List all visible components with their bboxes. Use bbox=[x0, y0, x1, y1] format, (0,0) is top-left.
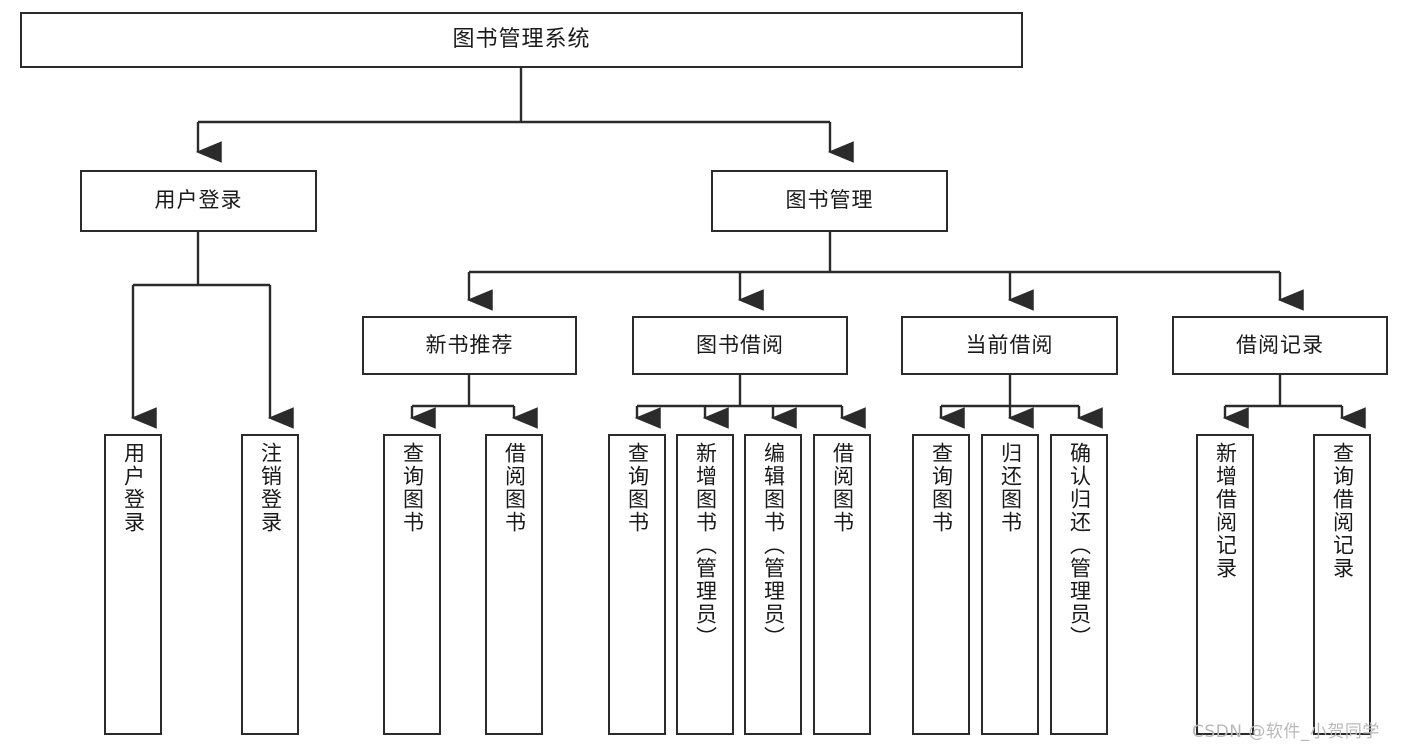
node-label: 图书管理 bbox=[785, 188, 874, 213]
node-label: 归还图书 bbox=[998, 442, 1023, 534]
node-label: 新增借阅记录 bbox=[1213, 442, 1238, 580]
node-label: 查询图书 bbox=[400, 442, 425, 534]
node-leaf-logout-login[interactable]: 注销登录 bbox=[241, 434, 299, 735]
csdn-watermark: CSDN @软件_小贺同学 bbox=[1192, 722, 1380, 742]
node-label: 当前借阅 bbox=[965, 332, 1054, 357]
node-current-borrow[interactable]: 当前借阅 bbox=[901, 316, 1118, 375]
node-leaf-borrow-book-2[interactable]: 借阅图书 bbox=[813, 434, 871, 735]
node-label: 借阅记录 bbox=[1236, 332, 1324, 357]
node-leaf-query-book-3[interactable]: 查询图书 bbox=[912, 434, 970, 735]
node-label: 注销登录 bbox=[258, 442, 283, 534]
node-leaf-user-login[interactable]: 用户登录 bbox=[104, 434, 162, 735]
node-label: 查询图书 bbox=[625, 442, 650, 534]
node-label: 新增图书（管理员） bbox=[693, 442, 718, 649]
node-label: 确认归还（管理员） bbox=[1067, 442, 1092, 649]
node-leaf-borrow-book-1[interactable]: 借阅图书 bbox=[485, 434, 543, 735]
node-label: 用户登录 bbox=[121, 442, 146, 534]
node-label: 新书推荐 bbox=[425, 332, 514, 357]
node-leaf-query-book-2[interactable]: 查询图书 bbox=[608, 434, 666, 735]
node-leaf-add-record[interactable]: 新增借阅记录 bbox=[1196, 434, 1254, 735]
node-label: 查询借阅记录 bbox=[1330, 442, 1355, 580]
node-label: 借阅图书 bbox=[830, 442, 855, 534]
node-label: 图书管理系统 bbox=[452, 26, 591, 52]
node-book-management[interactable]: 图书管理 bbox=[711, 170, 948, 232]
node-leaf-query-book-1[interactable]: 查询图书 bbox=[383, 434, 441, 735]
node-leaf-add-book[interactable]: 新增图书（管理员） bbox=[676, 434, 734, 735]
node-leaf-query-record[interactable]: 查询借阅记录 bbox=[1313, 434, 1371, 735]
node-book-borrow[interactable]: 图书借阅 bbox=[632, 316, 848, 375]
node-root-system[interactable]: 图书管理系统 bbox=[20, 12, 1023, 68]
node-user-login[interactable]: 用户登录 bbox=[80, 170, 317, 232]
node-label: 借阅图书 bbox=[502, 442, 527, 534]
node-leaf-confirm-return[interactable]: 确认归还（管理员） bbox=[1050, 434, 1108, 735]
node-label: 用户登录 bbox=[154, 188, 243, 213]
node-new-book-recommend[interactable]: 新书推荐 bbox=[362, 316, 577, 375]
node-label: 图书借阅 bbox=[696, 332, 784, 357]
node-label: 查询图书 bbox=[929, 442, 954, 534]
node-label: 编辑图书（管理员） bbox=[761, 442, 786, 649]
node-borrow-record[interactable]: 借阅记录 bbox=[1172, 316, 1388, 375]
node-leaf-edit-book[interactable]: 编辑图书（管理员） bbox=[744, 434, 802, 735]
node-leaf-return-book[interactable]: 归还图书 bbox=[981, 434, 1039, 735]
